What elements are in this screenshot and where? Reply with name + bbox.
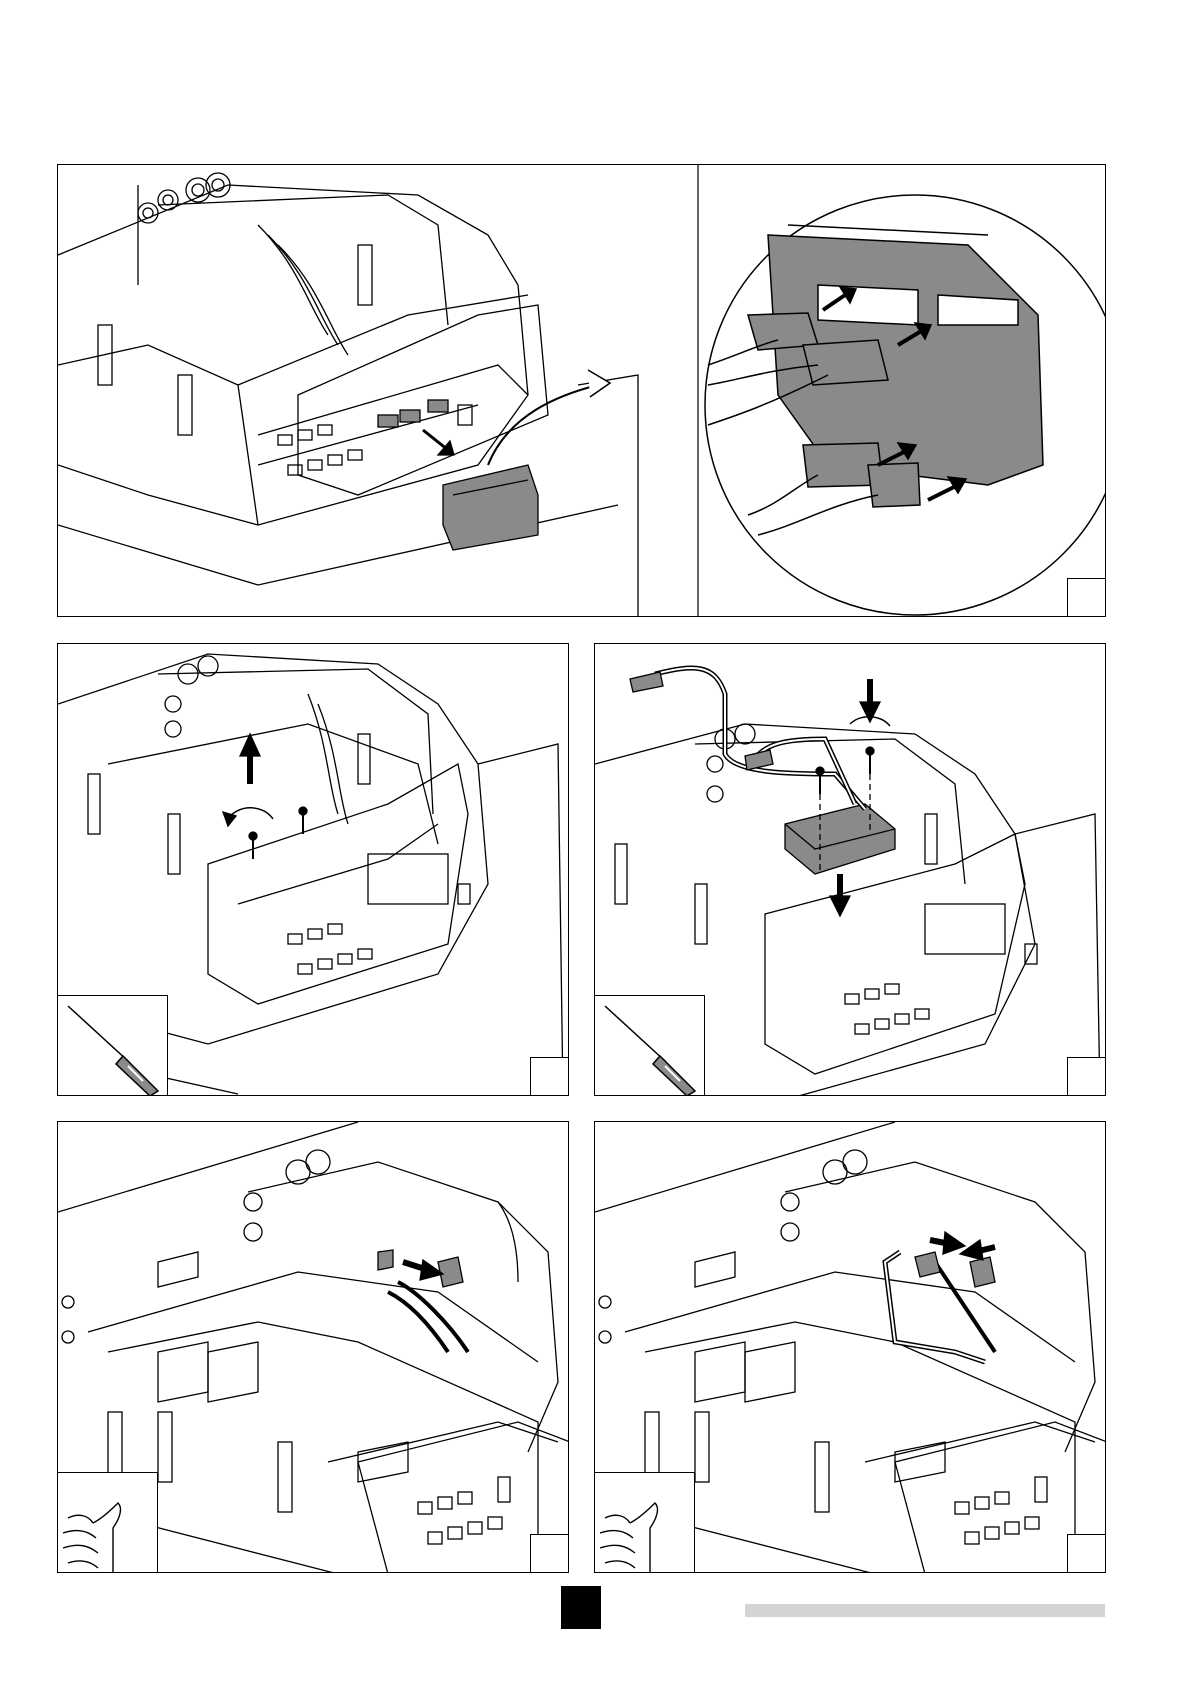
- step-number-box: [1067, 578, 1105, 616]
- page-marker-block: [561, 1586, 601, 1629]
- screwdriver-inset: [595, 995, 705, 1095]
- illustration-panel-4: [57, 1121, 569, 1573]
- boiler-control-box-drawing: [58, 165, 1106, 617]
- illustration-panel-1: [57, 164, 1106, 617]
- screwdriver-icon: [58, 996, 168, 1096]
- illustration-panel-5: [594, 1121, 1106, 1573]
- step-number-box: [530, 1057, 568, 1095]
- step-number-box: [1067, 1534, 1105, 1572]
- hand-inset: [595, 1472, 695, 1572]
- hand-inset: [58, 1472, 158, 1572]
- hand-icon: [595, 1473, 695, 1573]
- footer-bar: [745, 1604, 1105, 1617]
- step-number-box: [530, 1534, 568, 1572]
- screwdriver-icon: [595, 996, 705, 1096]
- illustration-panel-2: [57, 643, 569, 1096]
- hand-icon: [58, 1473, 158, 1573]
- screwdriver-inset: [58, 995, 168, 1095]
- step-number-box: [1067, 1057, 1105, 1095]
- illustration-panel-3: [594, 643, 1106, 1096]
